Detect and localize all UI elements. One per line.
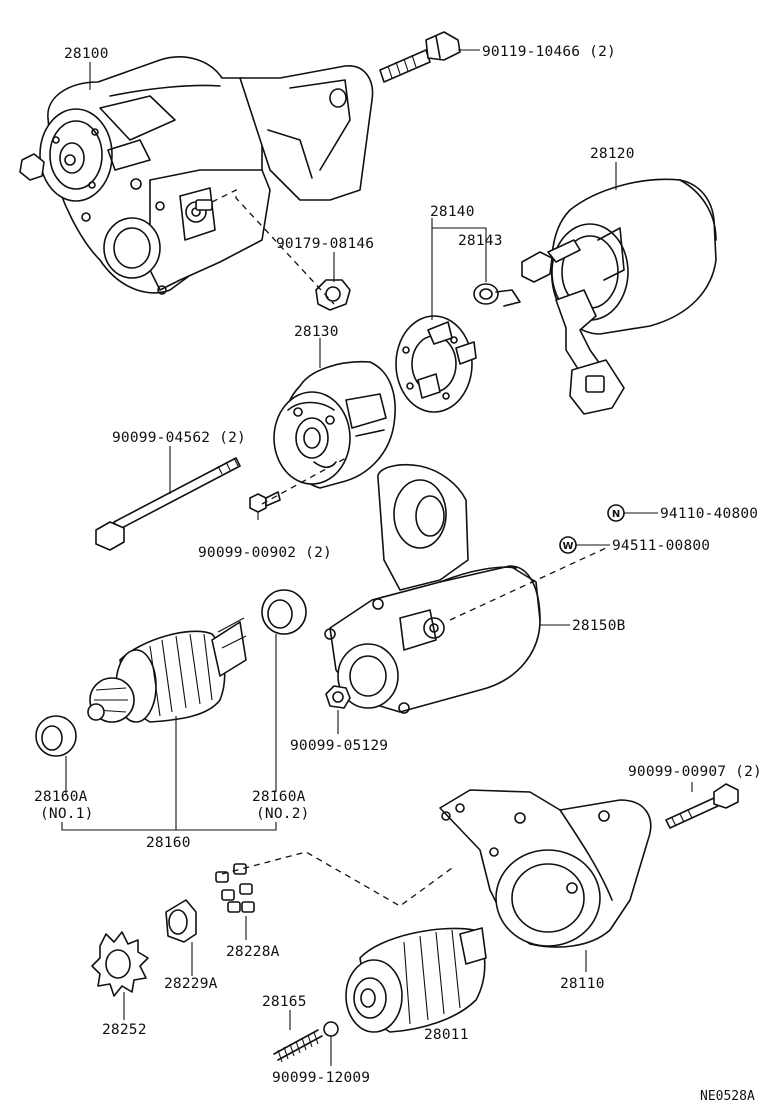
- label-28130: 28130: [294, 324, 339, 340]
- label-90099-12009: 90099-12009: [272, 1070, 370, 1086]
- collar-28229A: [165, 899, 197, 943]
- label-90099-00902: 90099-00902 (2): [198, 545, 332, 561]
- leader-lines: [61, 49, 693, 1066]
- label-90119-10466: 90119-10466 (2): [482, 44, 616, 60]
- label-94511-00800: 94511-00800: [612, 538, 710, 554]
- label-28143: 28143: [458, 233, 503, 249]
- label-90179-08146: 90179-08146: [276, 236, 374, 252]
- label-28252: 28252: [102, 1022, 147, 1038]
- label-28160A-no2-suffix: (NO.2): [256, 806, 310, 822]
- bearing-28160A-no2: [261, 589, 307, 635]
- starter-assembly-28100: [19, 56, 374, 295]
- label-28110: 28110: [560, 976, 605, 992]
- starter-housing-28150B: [324, 463, 541, 714]
- washer-marker: W: [559, 536, 577, 554]
- bolt-90099-00907: [665, 783, 739, 829]
- label-28229A: 28229A: [164, 976, 218, 992]
- bolt-90119-10466: [379, 31, 461, 83]
- ball-90099-12009: [323, 1021, 339, 1037]
- label-28150B: 28150B: [572, 618, 626, 634]
- label-90099-04562: 90099-04562 (2): [112, 430, 246, 446]
- nut-90099-05129: [325, 685, 351, 709]
- part-labels: 28100 90119-10466 (2) 28120 28140 28143 …: [34, 44, 762, 1104]
- spring-28165: [273, 1029, 323, 1063]
- label-28120: 28120: [590, 146, 635, 162]
- nut-90179-08146: [315, 279, 351, 311]
- starter-clutch-28011: [345, 927, 487, 1033]
- svg-text:N: N: [612, 509, 620, 520]
- label-28160A-no2: 28160A: [252, 789, 306, 805]
- nut-marker: N: [607, 504, 625, 522]
- commutator-end-frame-28130: [273, 360, 396, 489]
- svg-text:W: W: [562, 541, 573, 552]
- label-28228A: 28228A: [226, 944, 280, 960]
- rollers-28228A: [215, 863, 255, 913]
- assembly-dashed-lines: [211, 188, 607, 907]
- label-28165: 28165: [262, 994, 307, 1010]
- label-28100: 28100: [64, 46, 109, 62]
- through-bolt-90099-04562: [95, 457, 241, 551]
- label-94110-40800: 94110-40800: [660, 506, 758, 522]
- diagram-code: NE0528A: [700, 1089, 755, 1104]
- label-90099-05129: 90099-05129: [290, 738, 388, 754]
- label-90099-00907: 90099-00907 (2): [628, 764, 762, 780]
- pinion-gear-28252: [91, 931, 149, 997]
- armature-28160: [87, 617, 247, 723]
- drive-housing-28110: [439, 789, 652, 948]
- solenoid-cover-28120: [521, 178, 717, 415]
- label-28160: 28160: [146, 835, 191, 851]
- label-28011: 28011: [424, 1027, 469, 1043]
- label-28160A-no1-suffix: (NO.1): [40, 806, 94, 822]
- brush-holder-28140: [395, 315, 477, 413]
- spring-28143: [473, 283, 521, 307]
- label-28140: 28140: [430, 204, 475, 220]
- label-28160A-no1: 28160A: [34, 789, 88, 805]
- bearing-28160A-no1: [35, 715, 77, 757]
